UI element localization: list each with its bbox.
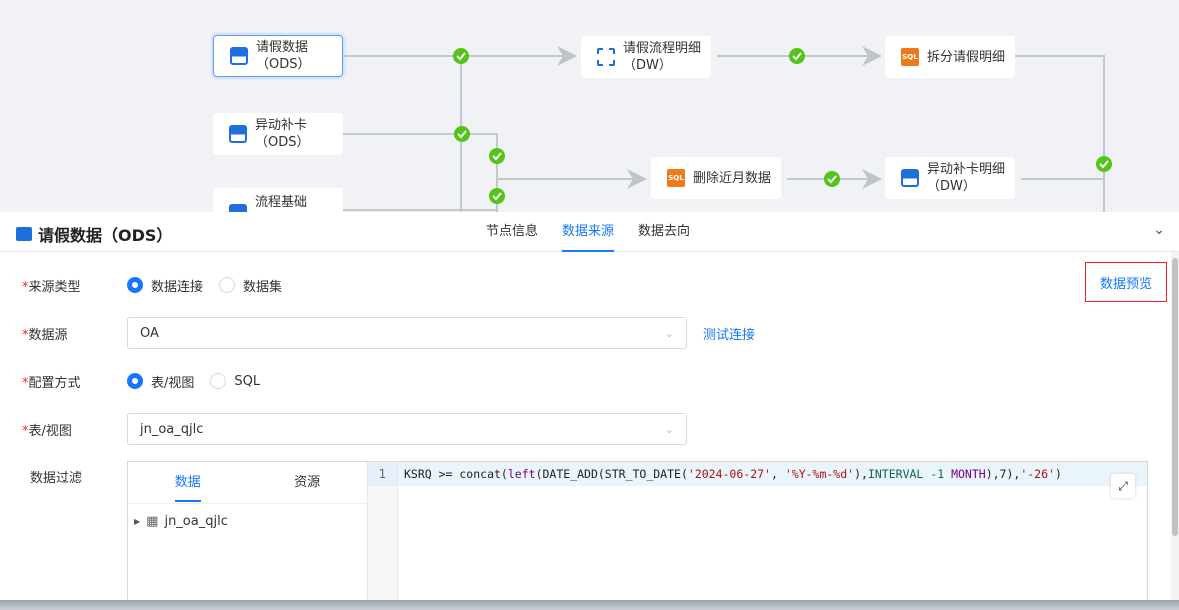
tab-resource[interactable]: 资源 xyxy=(294,475,321,490)
datasource-select[interactable]: OA⌄ xyxy=(127,317,687,349)
database-icon xyxy=(229,204,247,212)
table-row: *表/视图 jn_oa_qjlc⌄ xyxy=(22,413,687,445)
caret-right-icon[interactable]: ▶ xyxy=(134,517,141,526)
expand-icon[interactable]: ⤢ xyxy=(1111,474,1135,498)
success-check-icons xyxy=(453,48,1112,204)
radio-data-connection[interactable]: 数据连接 xyxy=(127,276,203,295)
tab-data-source[interactable]: 数据来源 xyxy=(562,212,615,252)
filter-label-row: 数据过滤 xyxy=(30,470,83,486)
database-icon xyxy=(16,227,32,241)
taskbar-strip xyxy=(0,600,1179,610)
radio-sql[interactable]: SQL xyxy=(210,373,260,389)
panel-header: 请假数据（ODS） 节点信息 数据来源 数据去向 ⌄ xyxy=(0,212,1179,252)
config-mode-row: *配置方式 表/视图 SQL xyxy=(22,372,261,391)
tab-node-info[interactable]: 节点信息 xyxy=(486,224,539,239)
flow-node-attendance-dw[interactable]: 异动补卡明细（DW） xyxy=(885,157,1015,199)
node-detail-panel: 请假数据（ODS） 节点信息 数据来源 数据去向 ⌄ *来源类型 数据连接 数据… xyxy=(0,212,1179,601)
panel-title: 请假数据（ODS） xyxy=(16,222,172,246)
flow-node-process-base[interactable]: 流程基础 xyxy=(213,188,343,212)
database-icon xyxy=(901,169,919,187)
database-icon xyxy=(229,125,247,143)
collapse-chevron-icon[interactable]: ⌄ xyxy=(1153,222,1165,238)
source-type-row: *来源类型 数据连接 数据集 xyxy=(22,269,298,301)
data-preview-button[interactable]: 数据预览 xyxy=(1085,262,1167,302)
resource-tree-panel: 数据 资源 ▶ ▦ jn_oa_qjlc xyxy=(128,462,368,601)
database-icon xyxy=(230,47,248,65)
flow-node-attendance-ods[interactable]: 异动补卡（ODS） xyxy=(213,113,343,155)
chevron-down-icon: ⌄ xyxy=(664,422,674,436)
table-select[interactable]: jn_oa_qjlc⌄ xyxy=(127,413,687,445)
test-connection-link[interactable]: 测试连接 xyxy=(703,327,756,343)
sql-filter-editor[interactable]: 1 KSRQ >= concat(left(DATE_ADD(STR_TO_DA… xyxy=(368,462,1147,601)
panel-tabs: 节点信息 数据来源 数据去向 xyxy=(486,212,690,252)
tree-item-table[interactable]: ▶ ▦ jn_oa_qjlc xyxy=(134,514,228,529)
code-line[interactable]: KSRQ >= concat(left(DATE_ADD(STR_TO_DATE… xyxy=(398,462,1147,486)
radio-dataset[interactable]: 数据集 xyxy=(219,276,282,295)
radio-table-view[interactable]: 表/视图 xyxy=(127,372,194,391)
tab-data-destination[interactable]: 数据去向 xyxy=(638,224,691,239)
sql-icon: SQL xyxy=(667,169,685,187)
sql-icon: SQL xyxy=(901,48,919,66)
chevron-down-icon: ⌄ xyxy=(664,326,674,340)
flow-node-leave-data-ods[interactable]: 请假数据（ODS） xyxy=(213,35,343,77)
flow-edges xyxy=(343,46,1112,212)
scrollbar[interactable] xyxy=(1171,252,1179,600)
transform-icon xyxy=(597,48,615,66)
tab-data[interactable]: 数据 xyxy=(128,462,248,503)
datasource-row: *数据源 OA⌄ 测试连接 xyxy=(22,317,755,349)
table-icon: ▦ xyxy=(146,514,159,529)
data-filter-box: 数据 资源 ▶ ▦ jn_oa_qjlc 1 KSRQ >= concat(le… xyxy=(127,461,1148,601)
flow-node-leave-process-dw[interactable]: 请假流程明细（DW） xyxy=(581,36,711,78)
